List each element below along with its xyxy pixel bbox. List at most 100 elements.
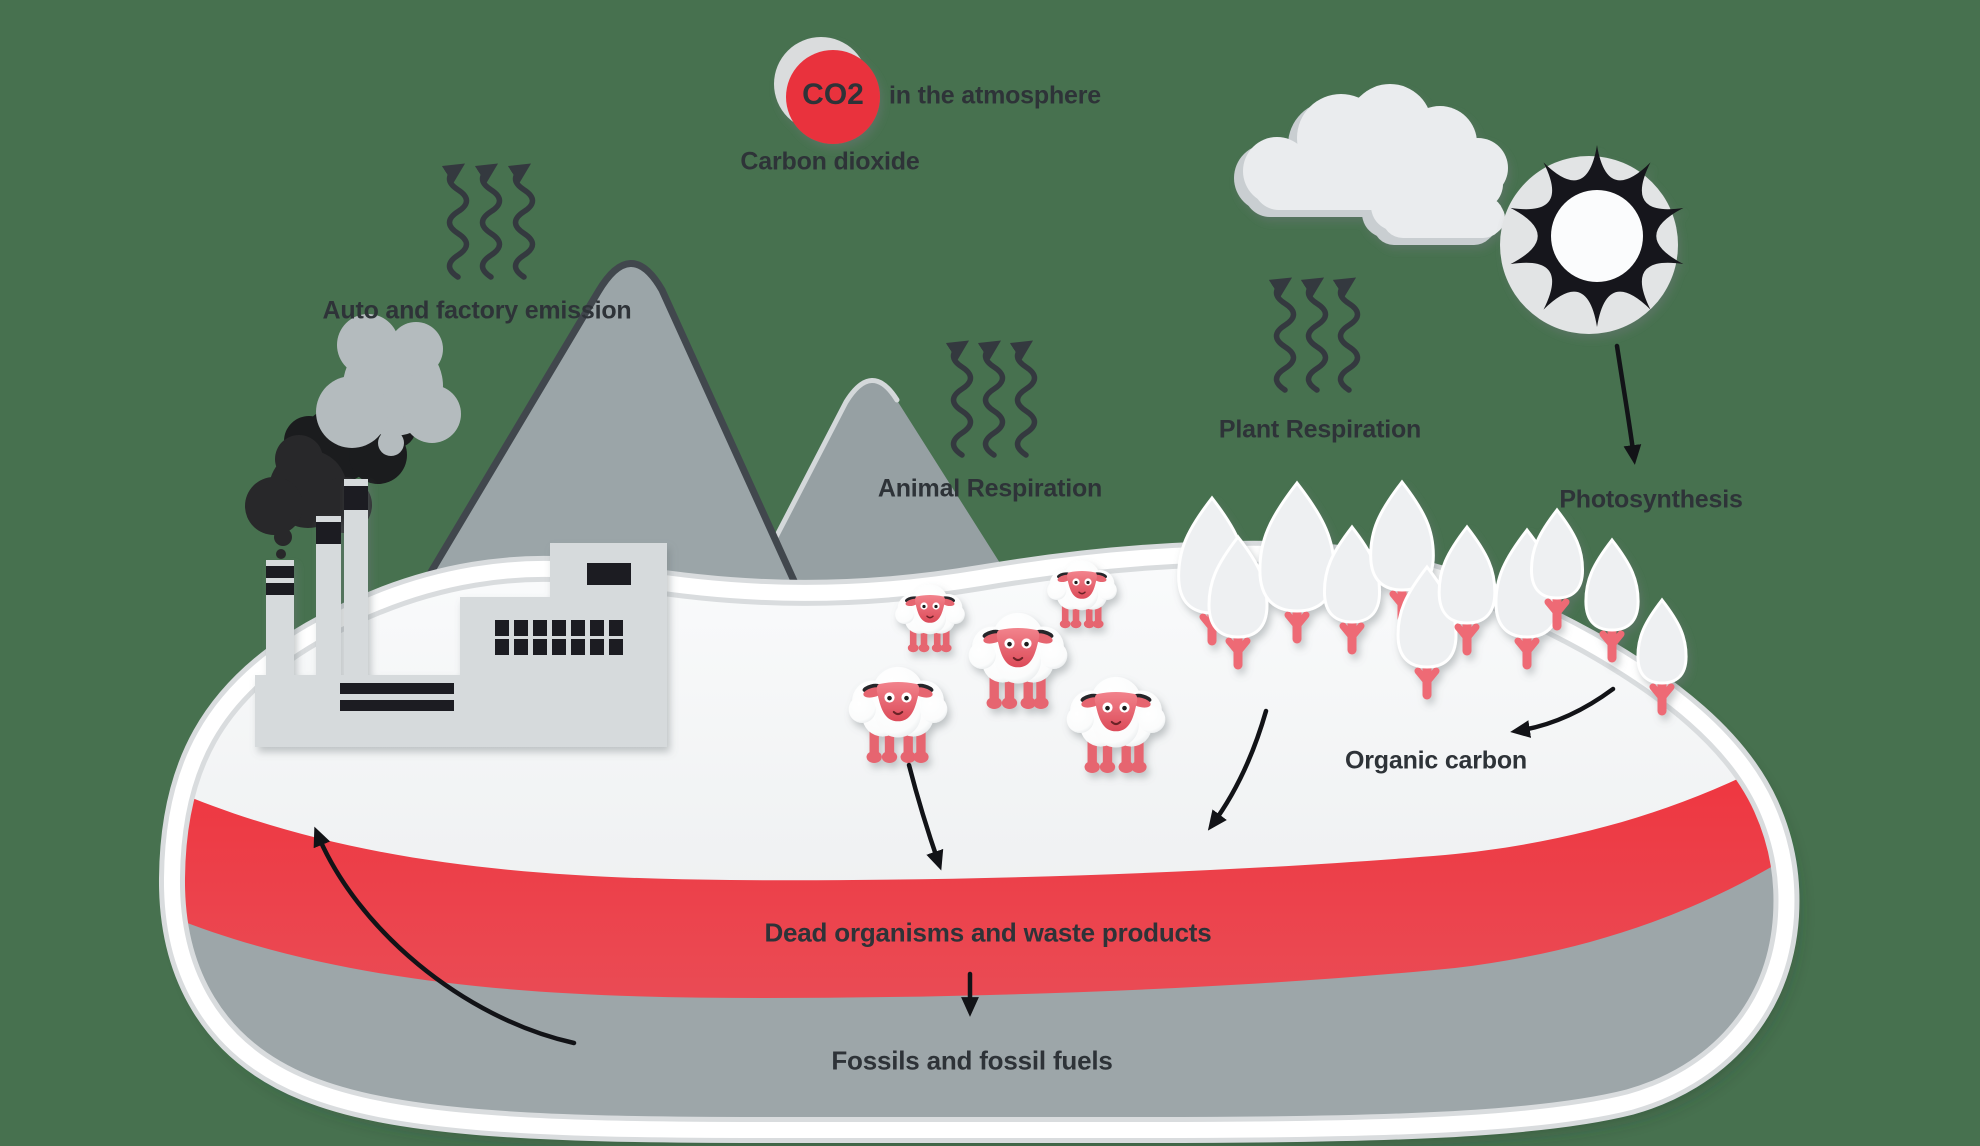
sheep-body (1138, 705, 1166, 733)
chimney-band (316, 522, 341, 544)
tree-trunk-branch (1599, 630, 1625, 649)
sheep (1066, 676, 1166, 773)
sheep-pupil (904, 695, 909, 701)
sheep-foot (900, 751, 916, 763)
dead-organisms-label: Dead organisms and waste products (764, 917, 1212, 948)
sheep-body (848, 695, 876, 723)
sun-icon (1500, 145, 1684, 334)
factory-window (590, 620, 604, 636)
factory-window (533, 639, 547, 655)
co2-badge (774, 37, 880, 144)
sheep-body (920, 695, 948, 723)
sheep-face (915, 595, 945, 623)
sheep-smile (926, 615, 934, 619)
sheep-pupil (1074, 580, 1078, 585)
sheep-foot (1020, 697, 1036, 709)
sheep-head (904, 595, 956, 623)
plant-respiration-squiggle (1332, 277, 1361, 393)
flow-arrows (313, 343, 1642, 1046)
plant-respiration-squiggle (1300, 277, 1329, 393)
sheep-foot (1070, 619, 1082, 629)
factory-window (514, 620, 528, 636)
smoke-puff (378, 430, 404, 456)
fossils-to-surface-arrow (313, 826, 577, 1046)
plant-respiration-squiggle (1268, 277, 1297, 393)
factory-window (495, 620, 509, 636)
tree-trunk-branch (1414, 667, 1440, 686)
sheep-pupil (934, 604, 938, 609)
smoke-puff (245, 477, 303, 535)
sheep-head (1080, 691, 1152, 732)
tree-canopy (1529, 507, 1585, 600)
factory-tower-window (587, 563, 631, 585)
factory-window (495, 639, 509, 655)
auto-factory-emission-label: Auto and factory emission (322, 296, 632, 325)
chimney-band (266, 566, 294, 578)
factory-stripe (340, 683, 454, 694)
organic-carbon-to-soil-arrow (1207, 708, 1269, 831)
sheep-pupil (1007, 641, 1012, 647)
sheep-smile (1110, 720, 1122, 726)
sheep (895, 584, 965, 653)
sheep-head (862, 681, 934, 722)
sheep-foot (1118, 761, 1134, 773)
smoke-puff (389, 322, 443, 376)
mountain-left-edge (297, 260, 892, 794)
factory-smoke (245, 314, 461, 559)
fossils-layer (171, 840, 1787, 1130)
tree-trunk-branch (1454, 623, 1480, 642)
smoke-puff (337, 314, 399, 376)
animal-respiration-label: Animal Respiration (877, 474, 1103, 503)
sheep-foot (1092, 619, 1104, 629)
tree-canopy (1584, 537, 1640, 632)
tree-trunk-branch (1514, 637, 1540, 656)
factory-window (609, 639, 623, 655)
smoke-dot (274, 528, 292, 546)
tree-canopy (1369, 479, 1435, 592)
sheep-foot (907, 643, 919, 653)
sheep-foot (1131, 761, 1147, 773)
factory-window (571, 620, 585, 636)
sheep-smile (892, 710, 904, 716)
smoke-puff (403, 385, 461, 443)
sheep-flock (848, 560, 1166, 773)
sheep-body (1097, 580, 1117, 600)
sheep-face (1094, 691, 1138, 732)
sheep-face (996, 627, 1040, 668)
sheep-to-soil-arrow (906, 762, 944, 871)
sheep-foot (1083, 619, 1095, 629)
sheep (848, 666, 948, 763)
sheep (1047, 560, 1117, 629)
sheep-body (945, 604, 965, 624)
sheep-pupil (1105, 705, 1110, 711)
factory-emission-squiggle (474, 163, 503, 280)
atmosphere-label: in the atmosphere (889, 81, 1101, 110)
sheep-foot (866, 751, 882, 763)
sheep-body (1066, 705, 1094, 733)
sheep-foot (931, 643, 943, 653)
factory-window (533, 620, 547, 636)
factory-window (609, 620, 623, 636)
tree-trunk-branch (1225, 637, 1251, 656)
chimney-mid (316, 516, 341, 690)
factory-window (552, 639, 566, 655)
smoke-puff (275, 435, 323, 483)
tree-trunk-branch (1544, 598, 1570, 617)
tree-canopy (1258, 480, 1336, 613)
factory-stripe (340, 700, 454, 711)
sheep-foot (986, 697, 1002, 709)
sheep-pupil (922, 604, 926, 609)
photosynthesis-label: Photosynthesis (1559, 485, 1743, 514)
co2-badge-label: CO2 (802, 78, 864, 111)
factory-window (514, 639, 528, 655)
sheep-pupil (1086, 580, 1090, 585)
factory-window (552, 620, 566, 636)
tree-trunk-branch (1649, 683, 1675, 702)
animal-respiration-squiggle (977, 340, 1006, 458)
chimney-band (344, 486, 368, 510)
trees-to-organic-carbon-arrow (1510, 686, 1616, 738)
tree-trunk-branch (1339, 622, 1365, 641)
sheep-pupil (1024, 641, 1029, 647)
